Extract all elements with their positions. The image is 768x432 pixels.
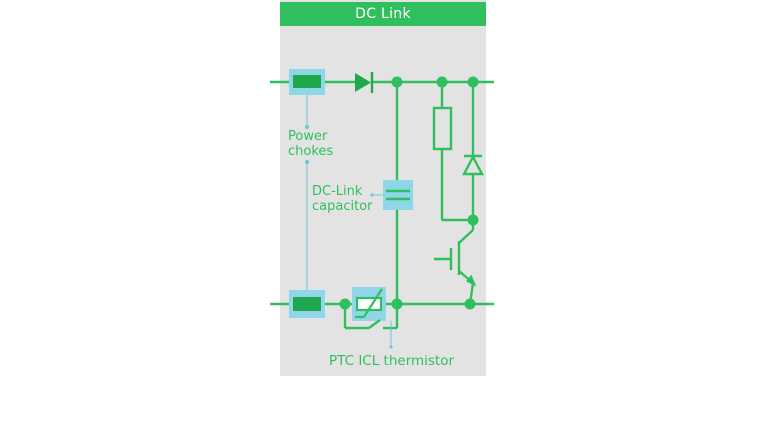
input-diode: [355, 72, 374, 93]
junction-dot: [339, 298, 351, 310]
junction-dot: [436, 76, 448, 88]
power-chokes-label-line1: Power: [288, 129, 328, 144]
power-chokes-label: Power chokes: [288, 129, 333, 159]
igbt: [434, 220, 477, 305]
power-choke-bottom: [289, 290, 325, 318]
power-chokes-label-line2: chokes: [288, 144, 334, 159]
junction-dot: [391, 298, 403, 310]
ptc-annotation-line: [389, 321, 393, 349]
junction-dots: [339, 76, 479, 310]
junction-dot: [391, 76, 403, 88]
dc-link-capacitor: [383, 180, 413, 210]
junction-dot: [467, 214, 479, 226]
ptc-icl-thermistor-label: PTC ICL thermistor: [329, 353, 455, 369]
junction-dot: [467, 76, 479, 88]
junction-dot: [464, 298, 476, 310]
dc-link-capacitor-label-line2: capacitor: [312, 199, 373, 214]
ptc-thermistor: [352, 287, 386, 321]
freewheel-diode: [462, 82, 484, 220]
dc-link-capacitor-label: DC-Link capacitor: [312, 184, 373, 214]
chokes-annotation-line: [304, 95, 310, 290]
dc-link-capacitor-label-line1: DC-Link: [312, 184, 363, 199]
power-choke-top: [289, 69, 325, 95]
capacitor-annotation-line: [370, 193, 383, 197]
diagram-title: DC Link: [280, 2, 486, 26]
resistor-branch: [432, 82, 473, 222]
